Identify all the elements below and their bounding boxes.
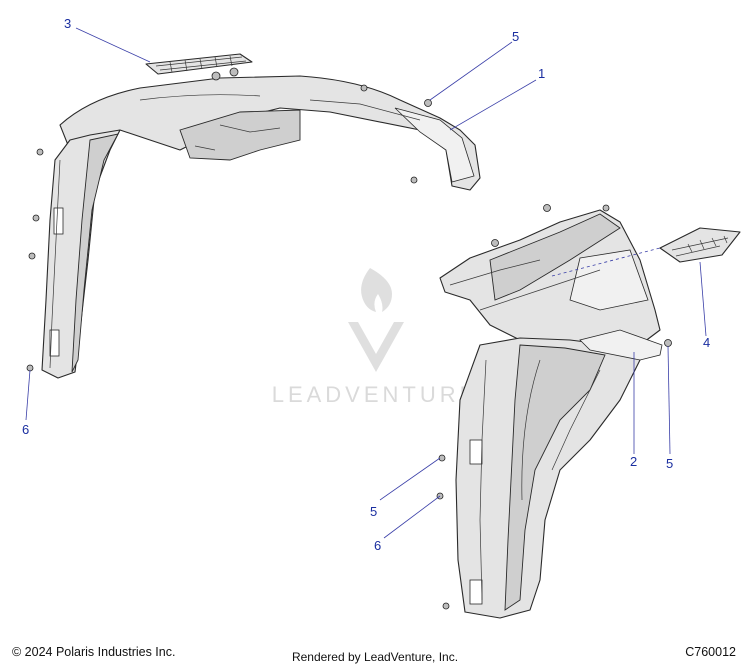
diagram-code: C760012 — [685, 645, 736, 659]
push-rivet — [211, 67, 672, 462]
callout-4: 4 — [703, 335, 710, 350]
callout-2: 2 — [630, 454, 637, 469]
rendered-by: Rendered by LeadVenture, Inc. — [291, 650, 459, 664]
fasteners — [26, 67, 672, 610]
copyright: © 2024 Polaris Industries Inc. — [12, 645, 176, 659]
callout-6-lower: 6 — [374, 538, 381, 553]
callout-5-lower: 5 — [370, 504, 377, 519]
callout-5-top: 5 — [512, 29, 519, 44]
part-1-left-fender — [41, 75, 481, 379]
callout-5-right: 5 — [666, 456, 673, 471]
part-3-vent-grille — [145, 53, 253, 75]
watermark-text: LEADVENTURE — [272, 382, 479, 407]
callouts: 1 2 3 4 5 5 5 6 6 — [22, 16, 710, 553]
callout-1: 1 — [538, 66, 545, 81]
callout-3: 3 — [64, 16, 71, 31]
part-2-right-fender — [439, 209, 663, 619]
screw — [26, 148, 450, 610]
part-4-vent-grille — [551, 227, 741, 277]
watermark: LEADVENTURE — [272, 268, 479, 407]
callout-leaders — [25, 27, 707, 539]
callout-6-left: 6 — [22, 422, 29, 437]
